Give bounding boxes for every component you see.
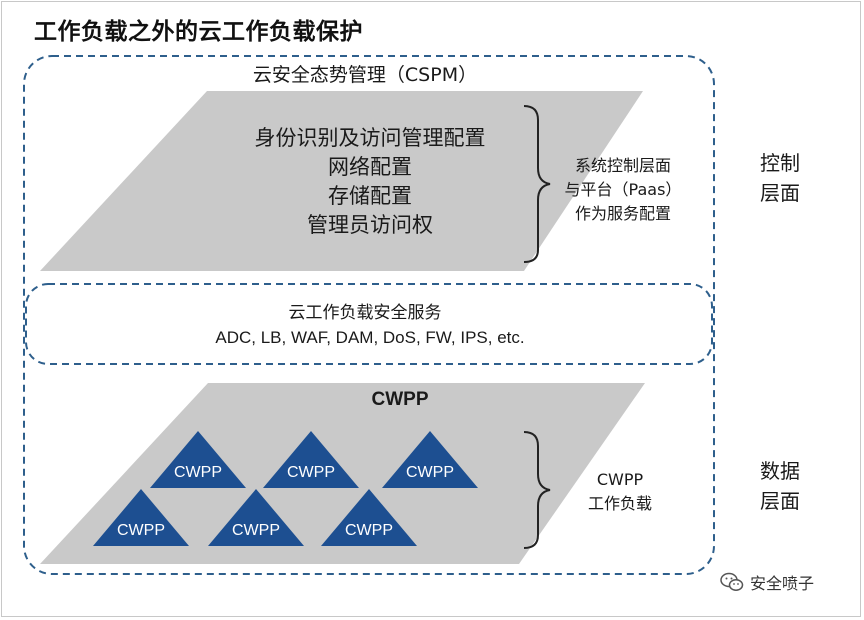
- cwpp-brace: [523, 431, 551, 549]
- cspm-item: 身份识别及访问管理配置: [254, 126, 486, 150]
- outer-dashed-container: [23, 55, 715, 575]
- workload-brace-label: CWPP 工作负载: [555, 468, 685, 516]
- cspm-parallelogram: [40, 91, 643, 271]
- cwpp-triangle-label: CWPP: [406, 464, 454, 481]
- cwpp-triangle: [321, 489, 417, 546]
- cspm-item: 管理员访问权: [307, 213, 433, 237]
- wechat-icon: [720, 572, 744, 591]
- cwpp-triangle: [93, 489, 189, 546]
- brace-label-line: 工作负载: [587, 494, 652, 513]
- cspm-item: 网络配置: [328, 155, 412, 179]
- cwls-service-list: ADC, LB, WAF, DAM, DoS, FW, IPS, etc.: [215, 328, 525, 347]
- cwls-title: 云工作负载安全服务: [288, 303, 442, 323]
- cspm-title: 云安全态势管理（CSPM）: [252, 64, 478, 86]
- plane-label-line: 层面: [760, 181, 800, 205]
- cwpp-triangle-label: CWPP: [345, 522, 393, 539]
- cspm-item-list: 身份识别及访问管理配置 网络配置 存储配置 管理员访问权: [190, 124, 550, 240]
- figure-title: 工作负载之外的云工作负载保护: [34, 19, 363, 45]
- cspm-item: 存储配置: [328, 184, 412, 208]
- watermark: 安全喷子: [720, 570, 814, 594]
- plane-label-line: 控制: [760, 151, 800, 175]
- control-plane-brace-label: 系统控制层面 与平台（Paas） 作为服务配置: [548, 154, 698, 226]
- brace-label-line: 系统控制层面: [574, 156, 671, 175]
- cwpp-triangle: [208, 489, 304, 546]
- cwpp-triangle: [263, 431, 359, 488]
- brace-label-line: CWPP: [596, 470, 644, 489]
- data-plane-label: 数据 层面: [735, 456, 825, 516]
- control-plane-label: 控制 层面: [735, 148, 825, 208]
- cwpp-triangle: [382, 431, 478, 488]
- cwpp-title: CWPP: [371, 389, 429, 410]
- cwpp-triangle-label: CWPP: [117, 522, 165, 539]
- plane-label-line: 层面: [760, 489, 800, 513]
- cwpp-triangle-label: CWPP: [232, 522, 280, 539]
- plane-label-line: 数据: [760, 459, 800, 483]
- cwls-dashed-band: [25, 283, 713, 365]
- cwpp-triangle: [150, 431, 246, 488]
- cspm-brace: [523, 105, 551, 263]
- brace-label-line: 与平台（Paas）: [564, 180, 682, 199]
- brace-label-line: 作为服务配置: [574, 204, 671, 223]
- watermark-text: 安全喷子: [750, 574, 815, 593]
- cwpp-triangle-label: CWPP: [174, 464, 222, 481]
- cwpp-triangle-label: CWPP: [287, 464, 335, 481]
